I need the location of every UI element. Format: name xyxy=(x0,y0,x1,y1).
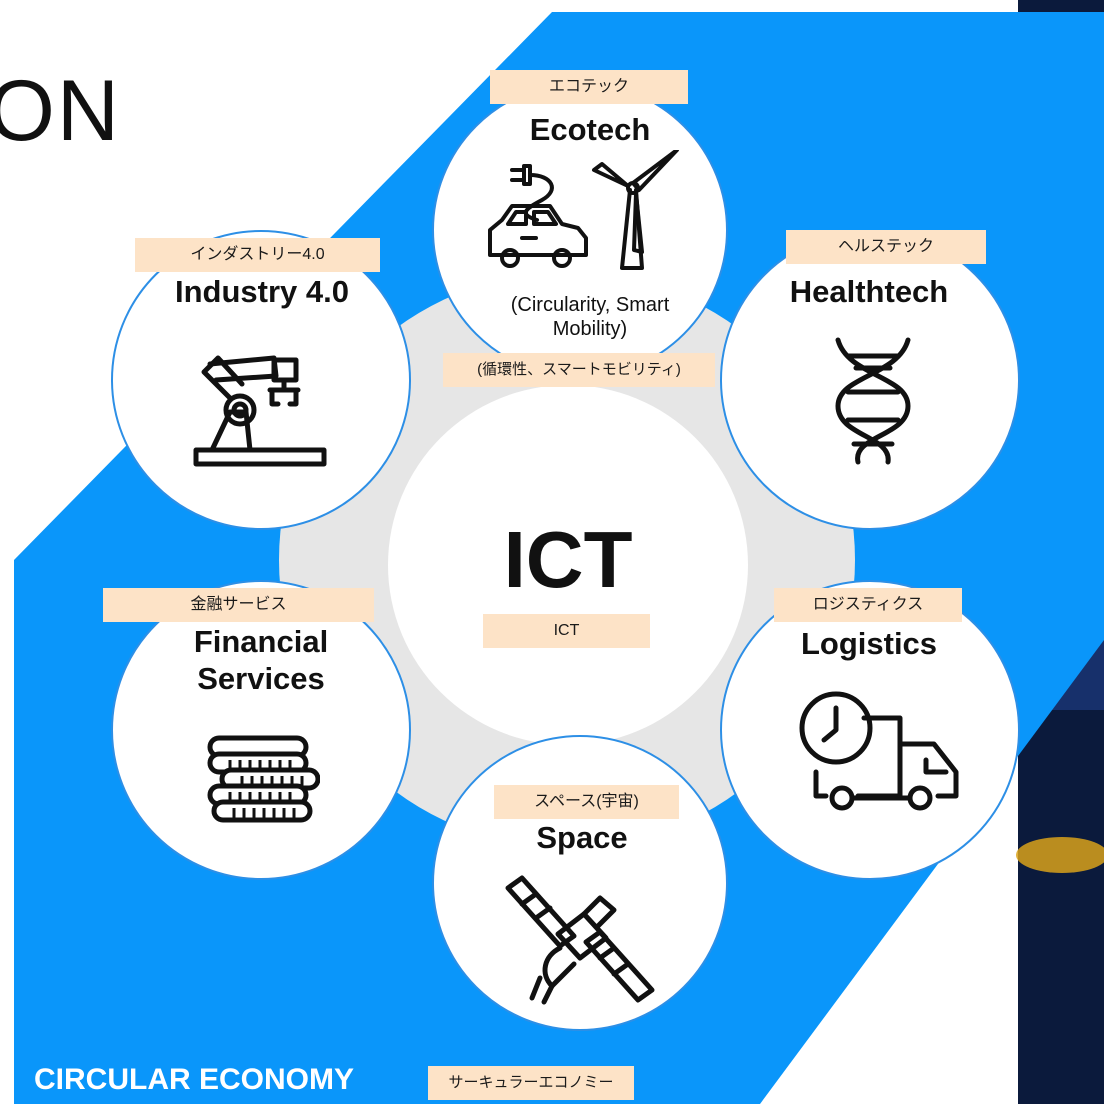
financial-jp-label: 金融サービス xyxy=(103,588,374,622)
industry-title: Industry 4.0 xyxy=(175,274,349,309)
ecotech-jp-label: エコテック xyxy=(490,70,688,104)
ict-jp-label: ICT xyxy=(483,614,650,648)
ecotech-subtitle-jp: (循環性、スマートモビリティ) xyxy=(443,353,715,387)
circular-economy-title: CIRCULAR ECONOMY xyxy=(34,1063,354,1096)
industry-jp-label: インダストリー4.0 xyxy=(135,238,380,272)
satellite-icon xyxy=(505,875,655,1005)
dna-icon xyxy=(835,337,911,465)
logistics-title: Logistics xyxy=(800,626,938,661)
electric-car-and-wind-turbine-icon xyxy=(488,150,679,270)
ecotech-subtitle-en: (Circularity, Smart Mobility) xyxy=(510,294,670,340)
robot-arm-icon xyxy=(193,355,327,467)
coin-stack-icon xyxy=(207,735,320,823)
financial-title-line1: Financial xyxy=(193,624,329,659)
space-title: Space xyxy=(536,820,628,855)
healthtech-title: Healthtech xyxy=(789,274,949,309)
ict-title: ICT xyxy=(503,515,633,604)
photo-light-blob xyxy=(1016,837,1104,873)
heading-fragment: ON xyxy=(0,63,121,159)
space-circle xyxy=(432,735,728,1031)
financial-title-line2: Services xyxy=(197,660,325,696)
space-jp-label: スペース(宇宙) xyxy=(494,785,679,819)
ict-center-circle xyxy=(388,385,748,745)
financial-circle xyxy=(111,580,411,880)
industry-circle xyxy=(111,230,411,530)
delivery-truck-clock-icon xyxy=(799,691,959,811)
circular-economy-jp-label: サーキュラーエコノミー xyxy=(428,1066,634,1100)
ecotech-title: Ecotech xyxy=(529,112,651,147)
healthtech-jp-label: ヘルステック xyxy=(786,230,986,264)
healthtech-circle xyxy=(720,230,1020,530)
logistics-jp-label: ロジスティクス xyxy=(774,588,962,622)
financial-title: Financial Services xyxy=(141,624,381,697)
